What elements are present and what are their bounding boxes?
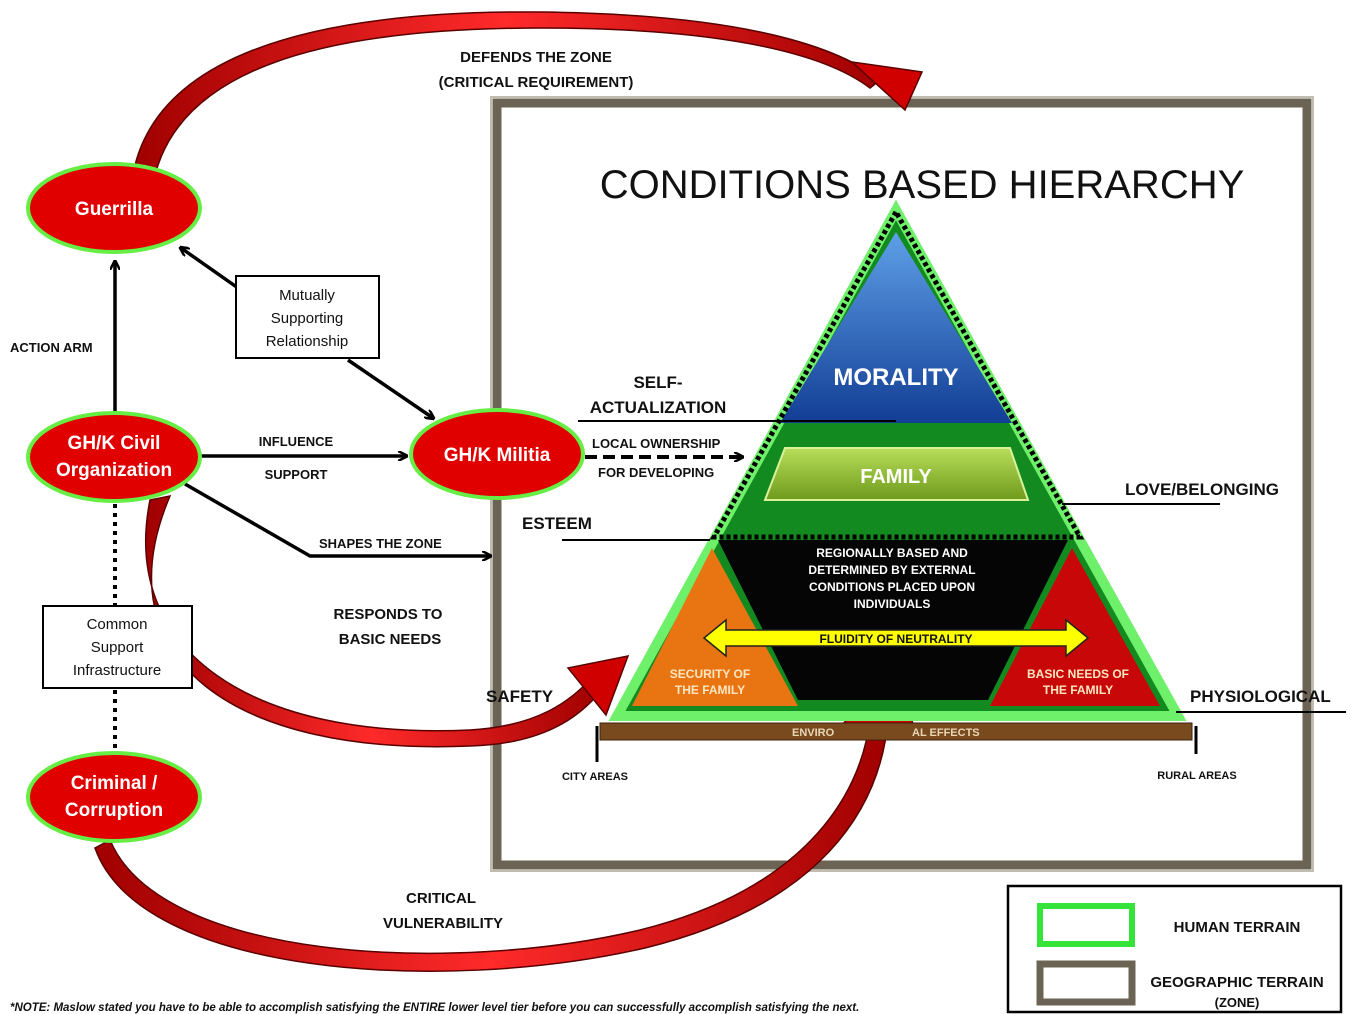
mutual-support-box — [235, 275, 380, 359]
hierarchy-pyramid — [608, 199, 1187, 721]
family-tier — [763, 447, 1030, 501]
basic-needs-text-1: BASIC NEEDS OF — [1027, 667, 1129, 681]
civil-org-label-2: Organization — [56, 460, 172, 481]
action-arm-label: ACTION ARM — [10, 340, 93, 355]
mutual-box-line-3: Relationship — [266, 333, 349, 350]
safety-tier — [632, 548, 798, 706]
legend-geographic-label: GEOGRAPHIC TERRAIN — [1150, 974, 1323, 991]
local-ownership-label: LOCAL OWNERSHIP — [592, 436, 721, 451]
mutual-to-militia-arrow — [347, 358, 433, 418]
environmental-bar — [599, 722, 1193, 741]
militia-label: GH/K Militia — [444, 445, 551, 466]
morality-label: MORALITY — [833, 364, 958, 391]
defends-zone-label: DEFENDS THE ZONE — [460, 49, 612, 66]
city-areas-label: CITY AREAS — [562, 771, 628, 783]
responds-label-1: RESPONDS TO — [334, 606, 443, 623]
shapes-zone-label: SHAPES THE ZONE — [319, 536, 442, 551]
security-text-1: SECURITY OF — [670, 667, 750, 681]
maslow-footnote: *NOTE: Maslow stated you have to be able… — [10, 1002, 859, 1014]
morality-tier — [780, 232, 1012, 423]
fluidity-label: FLUIDITY OF NEUTRALITY — [819, 632, 972, 646]
safety-label: SAFETY — [486, 687, 554, 706]
common-box-line-1: Common — [87, 616, 148, 633]
esteem-label: ESTEEM — [522, 514, 592, 533]
love-belonging-label: LOVE/BELONGING — [1125, 480, 1279, 499]
influence-label: INFLUENCE — [259, 434, 334, 449]
family-label: FAMILY — [860, 466, 932, 488]
legend-zone-label: (ZONE) — [1215, 995, 1260, 1010]
responds-label-2: BASIC NEEDS — [339, 631, 442, 648]
physiological-label: PHYSIOLOGICAL — [1190, 687, 1331, 706]
criminal-corruption-node — [26, 751, 202, 843]
mutual-box-line-1: Mutually — [279, 287, 335, 304]
self-actualization-label-1: SELF- — [633, 373, 682, 392]
criminal-label-1: Criminal / — [71, 773, 158, 794]
center-text-3: CONDITIONS PLACED UPON — [809, 580, 975, 594]
militia-node — [409, 408, 585, 500]
self-actualization-label-2: ACTUALIZATION — [590, 398, 727, 417]
center-tier — [718, 540, 1068, 700]
defends-zone-arrowhead — [849, 60, 924, 112]
mutual-to-guerrilla-arrow — [181, 248, 240, 290]
guerrilla-node — [26, 162, 202, 254]
shapes-zone-arrow — [184, 482, 490, 556]
support-label: SUPPORT — [265, 467, 328, 482]
legend-geographic-swatch — [1036, 960, 1136, 1006]
responds-basic-needs-arrowhead — [566, 655, 630, 717]
civil-org-label-1: GH/K Civil — [68, 433, 161, 454]
civil-organization-node — [26, 411, 202, 503]
legend-human-swatch — [1037, 903, 1135, 947]
env-effects-right: AL EFFECTS — [912, 727, 980, 739]
guerrilla-label: Guerrilla — [75, 199, 154, 220]
center-text-2: DETERMINED BY EXTERNAL — [808, 563, 975, 577]
common-support-box — [42, 605, 193, 689]
rural-areas-label: RURAL AREAS — [1157, 770, 1236, 782]
mutual-box-line-2: Supporting — [271, 310, 344, 327]
center-text-1: REGIONALLY BASED AND — [816, 546, 968, 560]
critical-vulnerability-label-2: VULNERABILITY — [383, 915, 503, 932]
critical-vulnerability-label-1: CRITICAL — [406, 890, 476, 907]
basic-needs-text-2: THE FAMILY — [1043, 683, 1113, 697]
defends-zone-arrow — [131, 11, 882, 192]
env-effects-left: ENVIRO — [792, 727, 835, 739]
pyramid-top-outline — [709, 206, 1085, 540]
legend-human-label: HUMAN TERRAIN — [1174, 919, 1301, 936]
common-box-line-3: Infrastructure — [73, 662, 161, 679]
common-box-line-2: Support — [91, 639, 144, 656]
security-text-2: THE FAMILY — [675, 683, 745, 697]
critical-requirement-label: (CRITICAL REQUIREMENT) — [439, 74, 634, 91]
for-developing-label: FOR DEVELOPING — [598, 465, 714, 480]
center-text-4: INDIVIDUALS — [854, 597, 931, 611]
fluidity-arrow — [702, 618, 1090, 658]
diagram-title: CONDITIONS BASED HIERARCHY — [600, 163, 1245, 207]
criminal-label-2: Corruption — [65, 800, 163, 821]
